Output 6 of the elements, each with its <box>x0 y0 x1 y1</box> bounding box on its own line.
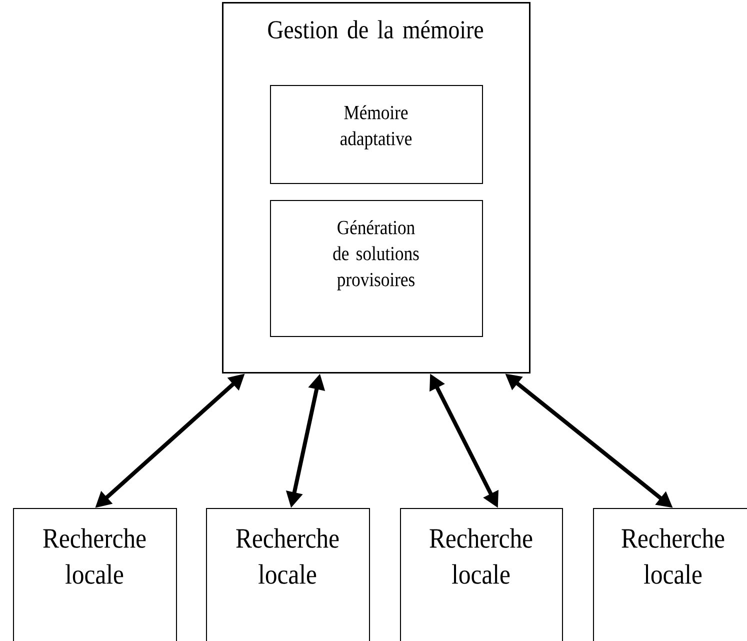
process-box: Recherche locale <box>206 508 370 641</box>
process-box: Recherche locale <box>400 508 563 641</box>
component-box: Génération de solutions provisoires <box>270 200 483 337</box>
process-box: Recherche locale <box>593 508 747 641</box>
process-box: Recherche locale <box>13 508 177 641</box>
component-box: Mémoire adaptative <box>270 85 483 184</box>
